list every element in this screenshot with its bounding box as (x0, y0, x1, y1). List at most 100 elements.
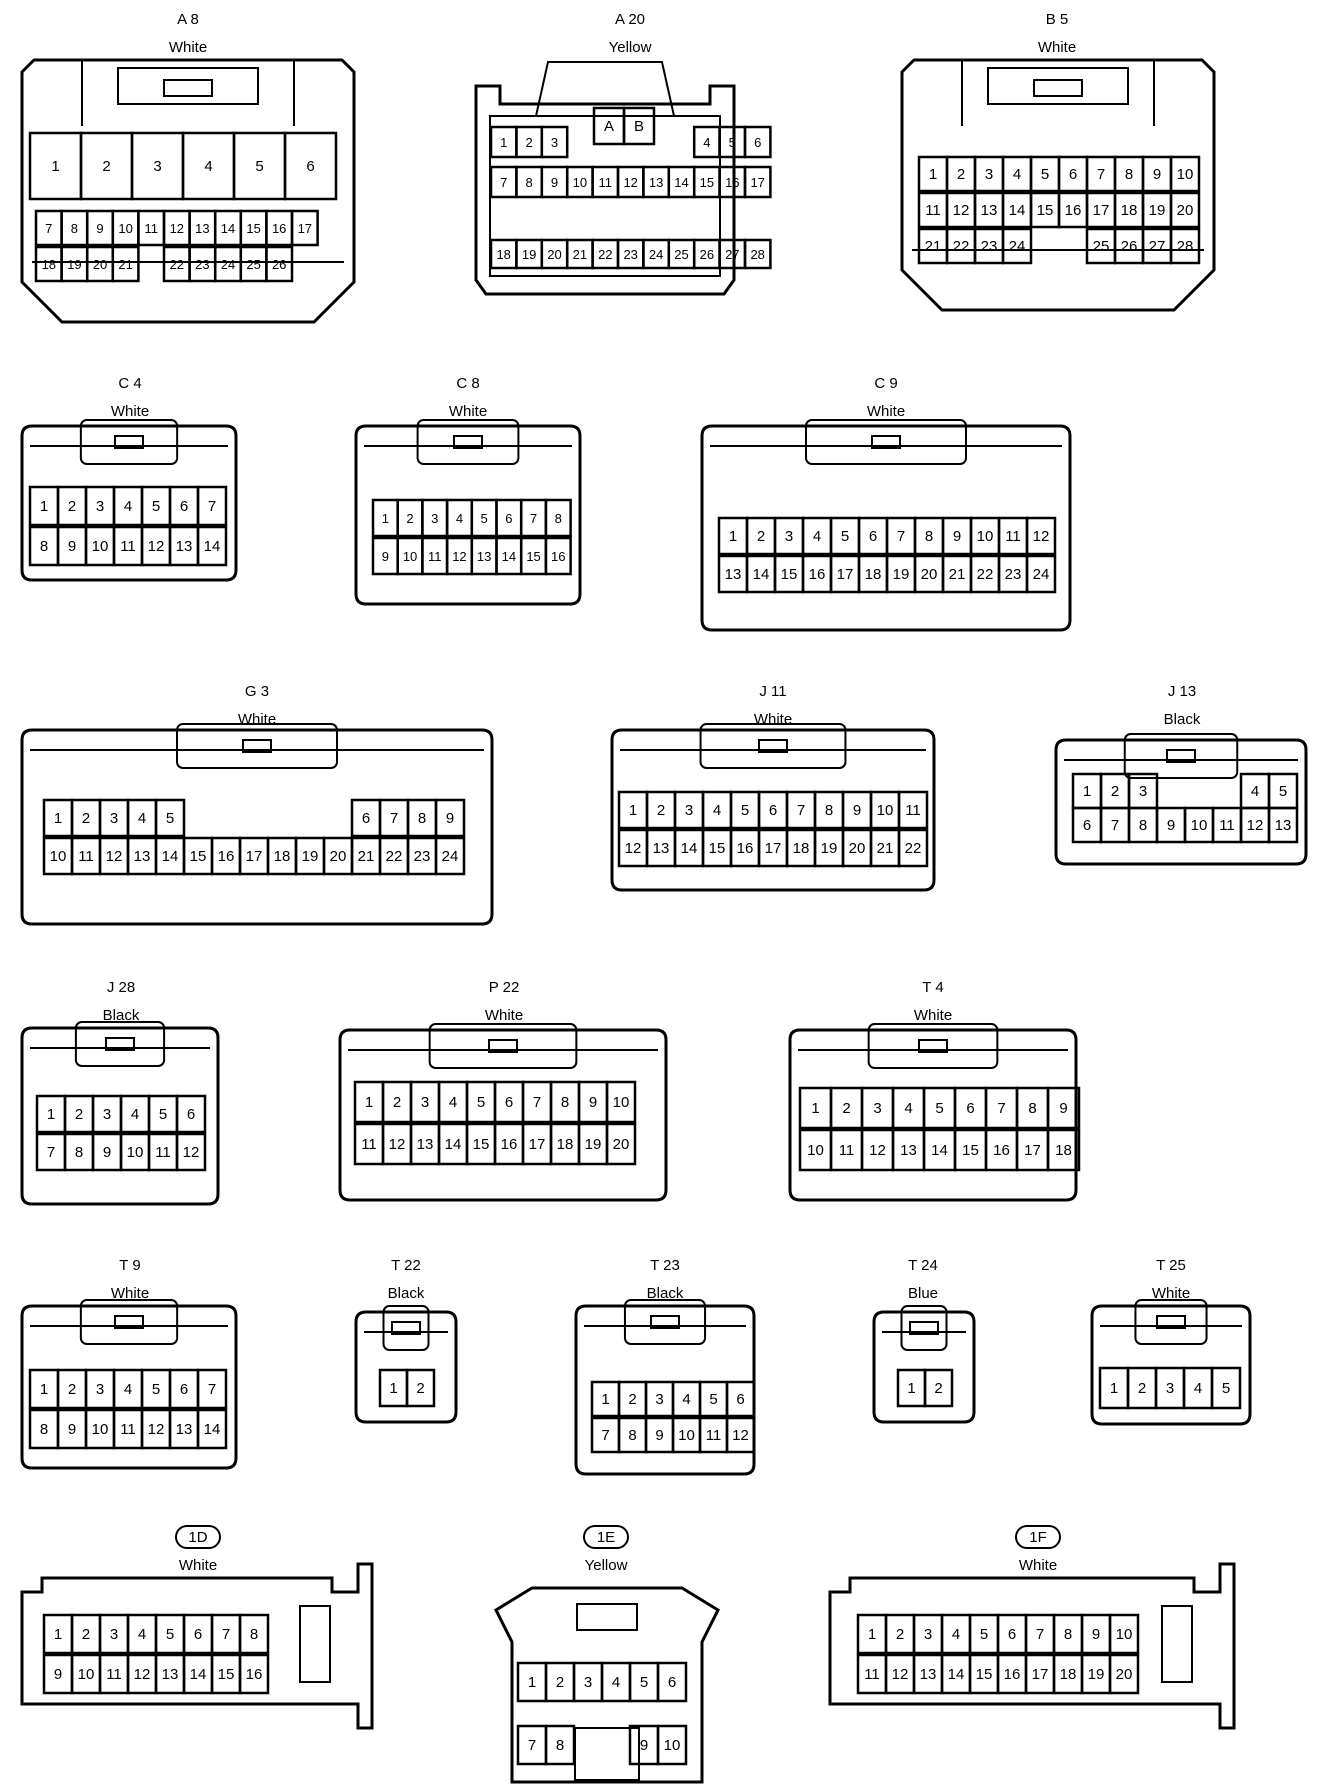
pin-number: 7 (222, 1626, 230, 1643)
pin-number: 28 (1177, 238, 1194, 255)
pin-number: 7 (208, 498, 216, 515)
pin-number: 13 (477, 549, 491, 564)
pin-cell (434, 798, 466, 838)
pin-number: 16 (218, 848, 235, 865)
pin-number: 2 (842, 1100, 850, 1117)
pin-number: 22 (977, 566, 994, 583)
pin-number: 19 (522, 247, 536, 262)
pin-number: 20 (849, 840, 866, 857)
pin-number: 2 (68, 1381, 76, 1398)
pin-number: 16 (993, 1142, 1010, 1159)
connector-p22-code: P 22 (489, 979, 520, 996)
pin-cell (196, 525, 228, 567)
pin-number: 8 (40, 538, 48, 555)
pin-number: 4 (713, 802, 721, 819)
pin-number: 8 (525, 175, 532, 190)
pin-number: 14 (674, 175, 688, 190)
connector-a20-color: Yellow (609, 39, 652, 56)
pin-number: 18 (496, 247, 510, 262)
pin-number: 6 (966, 1100, 974, 1117)
pin-number: 17 (765, 840, 782, 857)
connector-g3-color: White (238, 711, 276, 728)
pin-cell (283, 131, 338, 201)
pin-number: 19 (1149, 202, 1166, 219)
pin-number: 3 (924, 1626, 932, 1643)
pin-number: 15 (976, 1666, 993, 1683)
pin-number: 7 (797, 802, 805, 819)
pin-number: 2 (556, 1674, 564, 1691)
pin-number: 18 (793, 840, 810, 857)
pin-number: 12 (892, 1666, 909, 1683)
pin-number: 12 (732, 1427, 749, 1444)
pin-number: 1 (811, 1100, 819, 1117)
pin-cell (196, 1368, 228, 1410)
pin-number: 13 (417, 1136, 434, 1153)
pin-number: 14 (190, 1666, 207, 1683)
connector-c9-color: White (867, 403, 905, 420)
pin-number: 15 (218, 1666, 235, 1683)
pin-number: 4 (682, 1391, 690, 1408)
pin-number: 2 (102, 158, 110, 175)
pin-number: 13 (162, 1666, 179, 1683)
pin-number: 16 (1004, 1666, 1021, 1683)
pin-cell (111, 245, 140, 283)
pin-number: 5 (935, 1100, 943, 1117)
pin-number: 10 (1177, 166, 1194, 183)
pin-number: 5 (159, 1106, 167, 1123)
connector-1e-color: Yellow (585, 1557, 628, 1574)
pin-number: 13 (725, 566, 742, 583)
pin-number: 14 (502, 549, 516, 564)
pin-number: 12 (1247, 817, 1264, 834)
pin-number: 11 (706, 1427, 722, 1444)
pin-number: 20 (921, 566, 938, 583)
pin-number: 22 (905, 840, 922, 857)
connector-b5-code: B 5 (1046, 11, 1069, 28)
pin-number: 8 (1139, 817, 1147, 834)
pin-number: 1 (528, 1674, 536, 1691)
pin-number: 2 (82, 810, 90, 827)
pin-number: 9 (68, 1421, 76, 1438)
connector-1e-code: 1E (597, 1529, 615, 1546)
connector-p22-color: White (485, 1007, 523, 1024)
pin-number: 21 (118, 257, 132, 272)
pin-number: 16 (1065, 202, 1082, 219)
pin-number: 12 (953, 202, 970, 219)
pin-number: 5 (980, 1626, 988, 1643)
pin-number: 6 (505, 511, 512, 526)
pin-number: 9 (1092, 1626, 1100, 1643)
pin-number: 16 (272, 221, 286, 236)
pin-number: 23 (1005, 566, 1022, 583)
pin-number: 1 (907, 1380, 915, 1397)
pin-number: 7 (897, 528, 905, 545)
pin-number: 9 (640, 1737, 648, 1754)
pin-number: 2 (657, 802, 665, 819)
pin-number: 24 (649, 247, 663, 262)
pin-number: 13 (176, 1421, 193, 1438)
pin-number: 19 (302, 848, 319, 865)
pin-number: 11 (361, 1136, 377, 1153)
pin-number: 1 (629, 802, 637, 819)
pin-number: 1 (40, 1381, 48, 1398)
pin-number: 12 (148, 1421, 165, 1438)
pin-number: 10 (977, 528, 994, 545)
pin-number: 20 (547, 247, 561, 262)
pin-number: 23 (195, 257, 209, 272)
pin-number: 14 (1009, 202, 1026, 219)
pin-number: 25 (674, 247, 688, 262)
pin-number: 8 (561, 1094, 569, 1111)
pin-cell (175, 1132, 207, 1172)
pin-cell (923, 1368, 954, 1408)
pin-number: 28 (750, 247, 764, 262)
pin-number: 4 (1251, 783, 1259, 800)
pin-number: 14 (204, 538, 221, 555)
pin-number: 8 (825, 802, 833, 819)
pin-number: 5 (729, 135, 736, 150)
pin-number: 4 (456, 511, 463, 526)
pin-number: 19 (821, 840, 838, 857)
connector-a8-code: A 8 (177, 11, 199, 28)
pin-cell (743, 165, 772, 199)
